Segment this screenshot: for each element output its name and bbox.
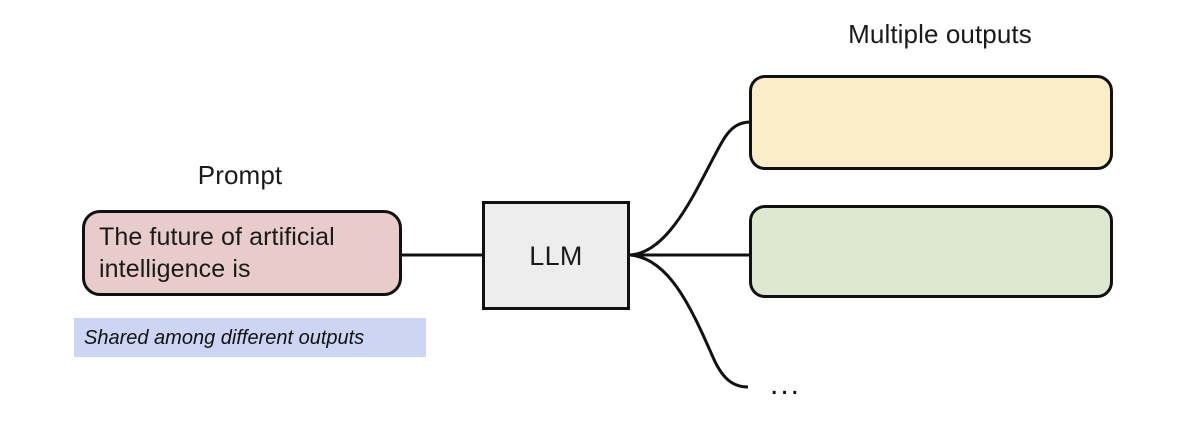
more-outputs-ellipsis: ...: [770, 368, 802, 401]
connector-llm-to-output-1: [629, 120, 752, 257]
shared-note-text: Shared among different outputs: [84, 326, 365, 349]
shared-note-highlight: Shared among different outputs: [74, 318, 426, 357]
prompt-text: The future of artificial intelligence is: [99, 223, 335, 283]
llm-label: LLM: [529, 240, 583, 271]
output-box-2[interactable]: [749, 205, 1113, 298]
connector-llm-to-more: [629, 253, 749, 389]
prompt-section-title: Prompt: [197, 160, 283, 190]
output-box-1[interactable]: [749, 75, 1113, 170]
prompt-box[interactable]: The future of artificial intelligence is: [82, 210, 402, 296]
outputs-section-title: Multiple outputs: [848, 19, 1032, 49]
llm-box[interactable]: LLM: [482, 201, 630, 310]
